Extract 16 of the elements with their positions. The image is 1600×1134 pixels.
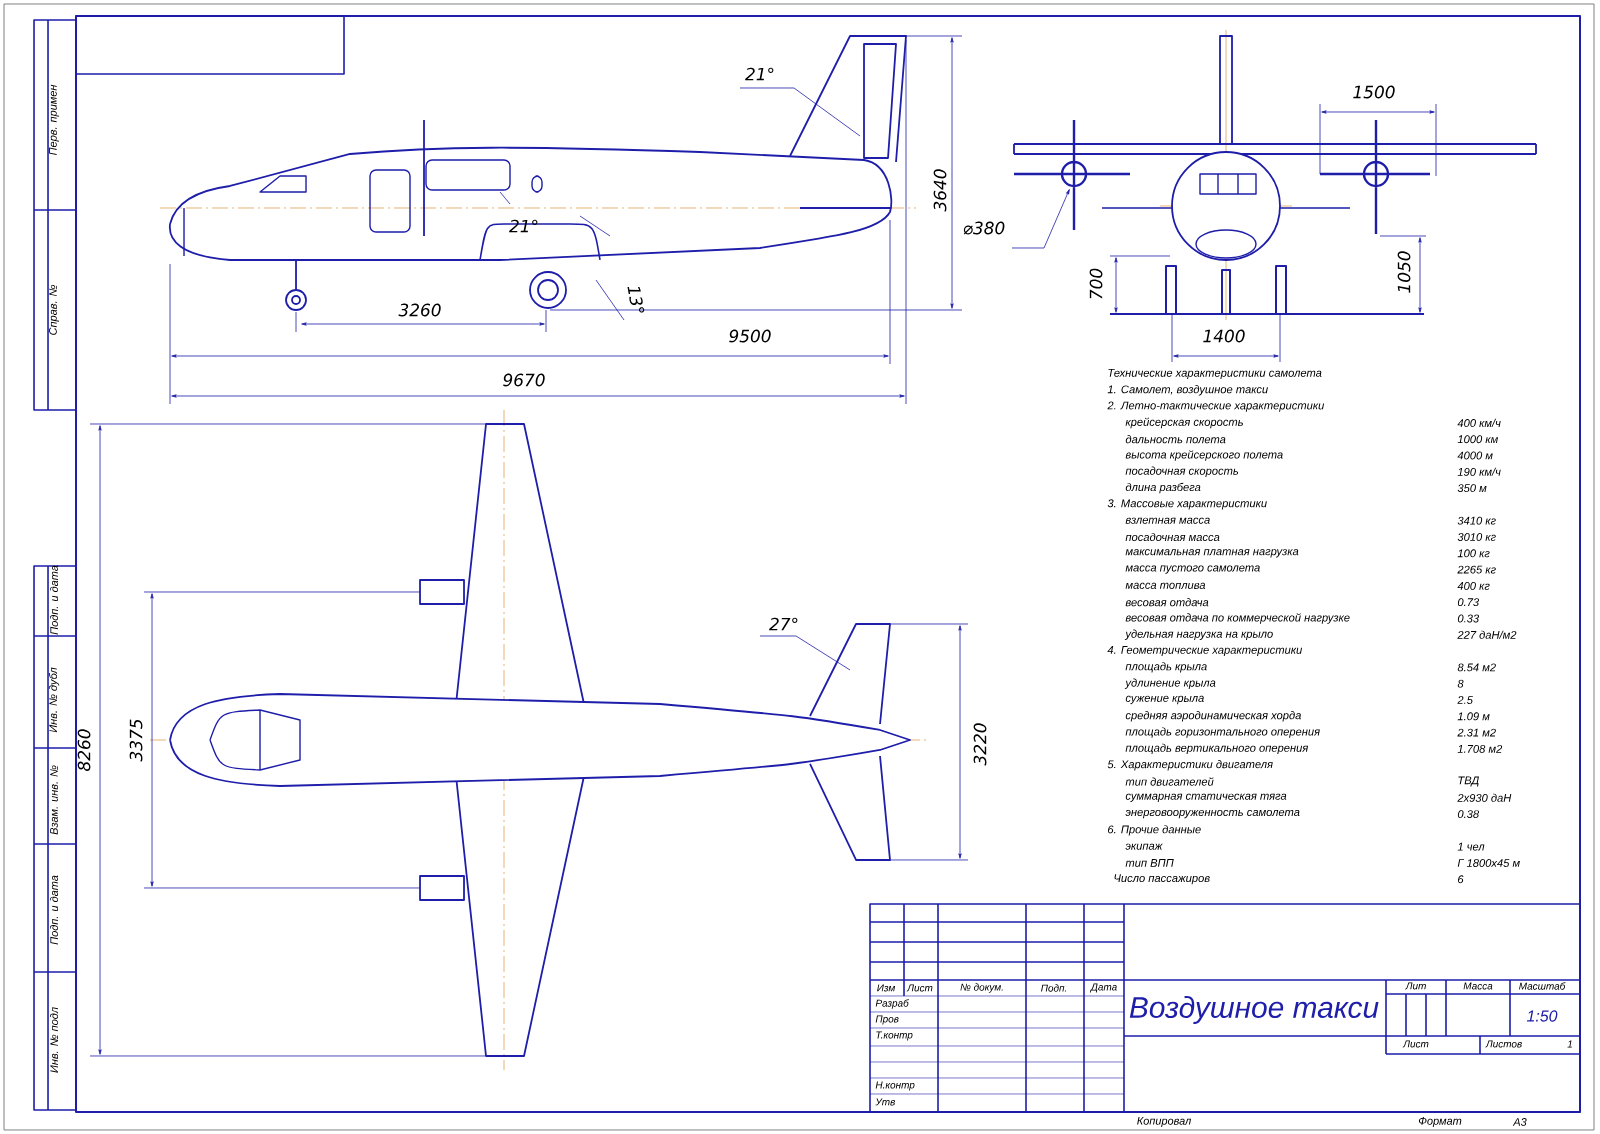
dimension-label: 1400 bbox=[1203, 329, 1245, 343]
dimension-label: 3260 bbox=[398, 303, 441, 317]
angle-label: 21° bbox=[745, 67, 774, 81]
drawing-title: Воздушное такси bbox=[1129, 996, 1379, 1024]
dimension-label: 1500 bbox=[1353, 85, 1395, 99]
dimension-label: 3640 bbox=[933, 169, 947, 212]
dimension-label: 9670 bbox=[503, 373, 545, 387]
dimension-label: 1050 bbox=[1397, 251, 1411, 293]
dimension-label: 700 bbox=[1089, 268, 1103, 299]
dimension-label: 3220 bbox=[973, 723, 987, 766]
dimension-label: 9500 bbox=[729, 329, 771, 343]
dimension-label: ⌀380 bbox=[963, 221, 1005, 235]
dimension-label: 3375 bbox=[129, 719, 143, 762]
angle-label: 13° bbox=[627, 287, 645, 313]
angle-label: 27° bbox=[769, 617, 798, 631]
dimension-label: 8260 bbox=[77, 729, 91, 771]
